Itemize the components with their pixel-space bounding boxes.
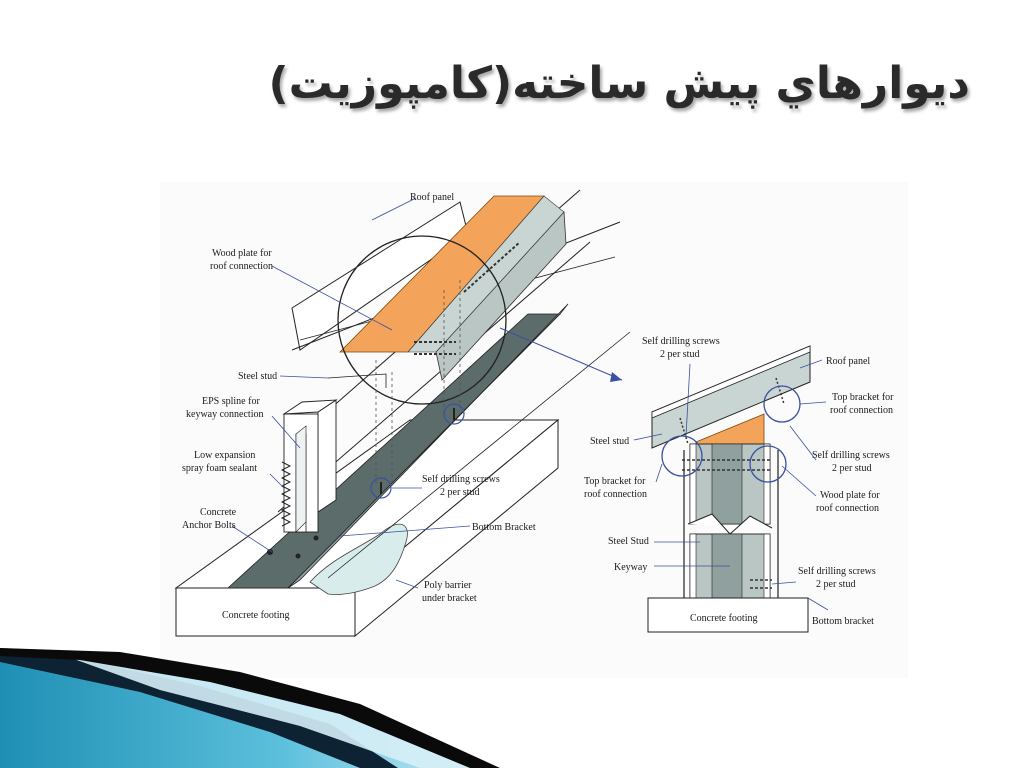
screw-circle-2 — [443, 403, 465, 425]
spray-foam-sealant — [280, 461, 292, 527]
footing-side — [354, 418, 559, 638]
bottom-bracket-flange — [287, 303, 569, 589]
label-steel-stud: Steel stud — [238, 371, 277, 382]
detail-circle-right-mid — [749, 445, 787, 483]
right-label-top-bracket-l-1: Top bracket for — [584, 476, 646, 487]
poly-barrier — [309, 523, 408, 595]
detail-circle-right-left — [661, 435, 703, 477]
right-label-footing: Concrete footing — [690, 613, 757, 624]
right-label-steel-stud: Steel stud — [590, 436, 629, 447]
label-screws-2: 2 per stud — [440, 487, 479, 498]
label-roof-panel: Roof panel — [410, 192, 454, 203]
left-isometric-drawing: Roof panel Wood plate for roof connectio… — [174, 189, 631, 638]
right-label-keyway: Keyway — [614, 562, 647, 573]
label-foam-1: Low expansion — [194, 450, 255, 461]
footing-front — [175, 587, 356, 637]
slide-title: ديوارهاي پيش ساخته(كامپوزيت) — [268, 58, 970, 109]
label-wood-plate-2: roof connection — [210, 261, 273, 272]
label-bottom-bracket: Bottom Bracket — [472, 522, 536, 533]
right-label-top-bracket-r-1: Top bracket for — [832, 392, 894, 403]
right-label-top-bracket-l-2: roof connection — [584, 489, 647, 500]
right-label-bottom-bracket: Bottom bracket — [812, 616, 874, 627]
right-label-wood-plate-1: Wood plate for — [820, 490, 880, 501]
right-label-screws-mid-1: Self drilling screws — [812, 450, 890, 461]
detail-circle-left — [337, 235, 507, 405]
label-poly-1: Poly barrier — [424, 580, 472, 591]
right-label-steel-stud-2: Steel Stud — [608, 536, 649, 547]
right-label-top-bracket-r-2: roof connection — [830, 405, 893, 416]
label-foam-2: spray foam sealant — [182, 463, 257, 474]
right-label-screws-top-1: Self drilling screws — [642, 336, 720, 347]
label-footing: Concrete footing — [222, 610, 289, 621]
right-label-screws-bot-1: Self drilling screws — [798, 566, 876, 577]
right-label-screws-mid-2: 2 per stud — [832, 463, 871, 474]
right-concrete-footing — [647, 597, 809, 633]
right-label-wood-plate-2: roof connection — [816, 503, 879, 514]
label-eps-2: keyway connection — [186, 409, 263, 420]
label-anchor-2: Anchor Bolts — [182, 520, 236, 531]
right-label-roof-panel: Roof panel — [826, 356, 870, 367]
label-screws-1: Self drilling screws — [422, 474, 500, 485]
label-anchor-1: Concrete — [200, 507, 237, 518]
label-poly-2: under bracket — [422, 593, 477, 604]
right-section-drawing: Self drilling screws 2 per stud Roof pan… — [584, 336, 894, 633]
label-wood-plate-1: Wood plate for — [212, 248, 272, 259]
label-eps-1: EPS spline for — [202, 396, 260, 407]
right-label-screws-top-2: 2 per stud — [660, 349, 699, 360]
screw-circle-1 — [370, 477, 392, 499]
right-label-screws-bot-2: 2 per stud — [816, 579, 855, 590]
wall-construction-diagram: Roof panel Wood plate for roof connectio… — [160, 182, 908, 678]
